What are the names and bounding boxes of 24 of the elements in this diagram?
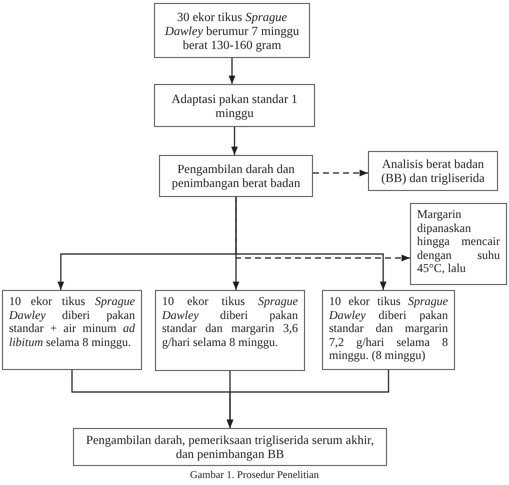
box-text: Pengambilan darah, pemeriksaan trigliserida serum akhir, dan penimbangan BB [85,433,375,461]
process-box [2,290,142,370]
process-box [73,428,387,466]
box-text: 10 ekor tikus Sprague Dawley diberi pakan standar dan margarin 3,6 g/hari selama 8 minggu. [162,295,298,349]
process-box [154,84,315,127]
arrow [228,58,236,84]
figure-caption: Gambar 1. Prosedur Penelitian [189,470,320,482]
process-box [154,3,310,58]
box-text: Margarin dipanaskan hingga mencair dengan suhu 45°C, lalu [417,208,500,276]
box-text: Analisis berat badan (BB) dan trigliserida [380,157,486,185]
arrow [235,197,410,262]
box-text: Pengambilan darah dan penimbangan berat badan [170,162,302,190]
arrow [226,370,390,428]
process-box [410,203,507,285]
process-box [322,290,455,370]
box-text: Adaptasi pakan standar 1 minggu [170,92,298,120]
process-box [155,290,305,371]
arrow [231,127,238,155]
box-text: 10 ekor tikus Sprague Dawley diberi pakan standar + air minum ad libitum selama 8 minggu. [9,295,135,349]
process-box [368,151,498,191]
arrow [313,170,368,176]
process-box [159,155,313,197]
box-text: 10 ekor tikus Sprague Dawley diberi pakan standar dan margarin 7,2 g/hari selama 8 minggu. (8 minggu) [329,295,448,362]
box-text: 30 ekor tikus Sprague Dawley berumur 7 minggu berat 130-160 gram [164,10,300,52]
